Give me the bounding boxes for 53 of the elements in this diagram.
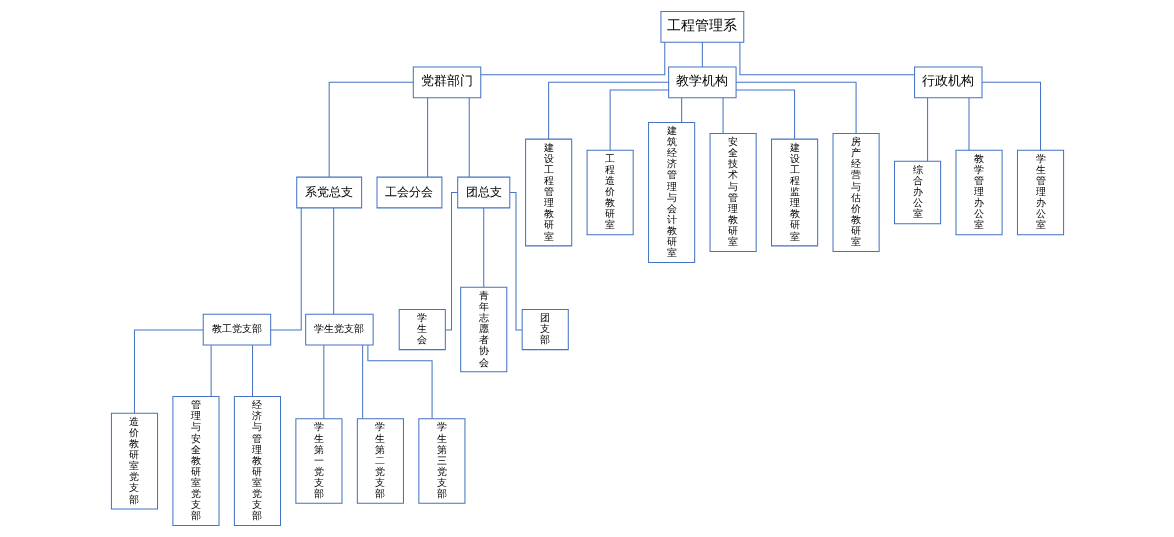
node-box: 学生第一党支部 — [294, 418, 342, 504]
node-box: 学生第三党支部 — [417, 418, 465, 504]
connector — [133, 329, 204, 414]
node-box: 安全技术与管理教研室 — [709, 133, 757, 252]
node-box: 工会分会 — [376, 176, 442, 209]
connector — [210, 344, 212, 398]
node-box: 工程造价教研室 — [586, 149, 634, 236]
connector — [251, 344, 253, 398]
connector — [479, 41, 665, 76]
connector — [361, 344, 363, 420]
connector — [332, 207, 334, 315]
connector — [735, 81, 857, 135]
node-box: 系党总支 — [295, 176, 362, 209]
connector — [482, 207, 484, 288]
connector — [981, 81, 1041, 151]
node-box: 工程管理系 — [659, 10, 744, 43]
node-box: 建设工程监理教研室 — [770, 138, 818, 247]
connector — [968, 97, 969, 151]
connector — [328, 81, 414, 178]
connector — [680, 97, 682, 123]
node-box: 经济与管理教研室党支部 — [233, 396, 281, 527]
node-box: 教学机构 — [667, 66, 737, 99]
connector — [468, 97, 470, 178]
node-box: 学生会 — [398, 309, 446, 351]
node-box: 教工党支部 — [202, 313, 271, 346]
connector — [444, 192, 458, 331]
node-box: 建筑经济管理与会计教研室 — [647, 121, 695, 264]
connector — [366, 344, 433, 420]
connector — [547, 81, 669, 140]
node-box: 管理与安全教研室党支部 — [171, 396, 220, 527]
connector — [269, 207, 302, 331]
node-box: 团总支 — [456, 176, 510, 209]
node-box: 教学管理办公室 — [954, 149, 1003, 236]
node-box: 青年志愿者协会 — [459, 286, 507, 373]
connector — [509, 192, 522, 331]
connector — [738, 41, 915, 76]
connector — [609, 89, 669, 151]
node-box: 造价教研室党支部 — [110, 412, 158, 510]
node-box: 房产经营与估价教研室 — [832, 133, 880, 252]
node-box: 建设工程管理教研室 — [524, 138, 572, 247]
connector — [426, 97, 428, 178]
node-box: 学生管理办公室 — [1016, 149, 1064, 236]
connector — [701, 41, 703, 68]
connector — [735, 89, 795, 140]
node-box: 行政机构 — [913, 66, 983, 99]
node-box: 党群部门 — [412, 66, 481, 99]
connector — [722, 97, 724, 135]
connector — [322, 344, 324, 420]
node-box: 学生党支部 — [304, 313, 374, 346]
node-box: 学生第二党支部 — [356, 418, 404, 504]
node-box: 综合办公室 — [893, 160, 941, 225]
node-box: 团支部 — [521, 309, 569, 351]
connector — [926, 97, 928, 162]
